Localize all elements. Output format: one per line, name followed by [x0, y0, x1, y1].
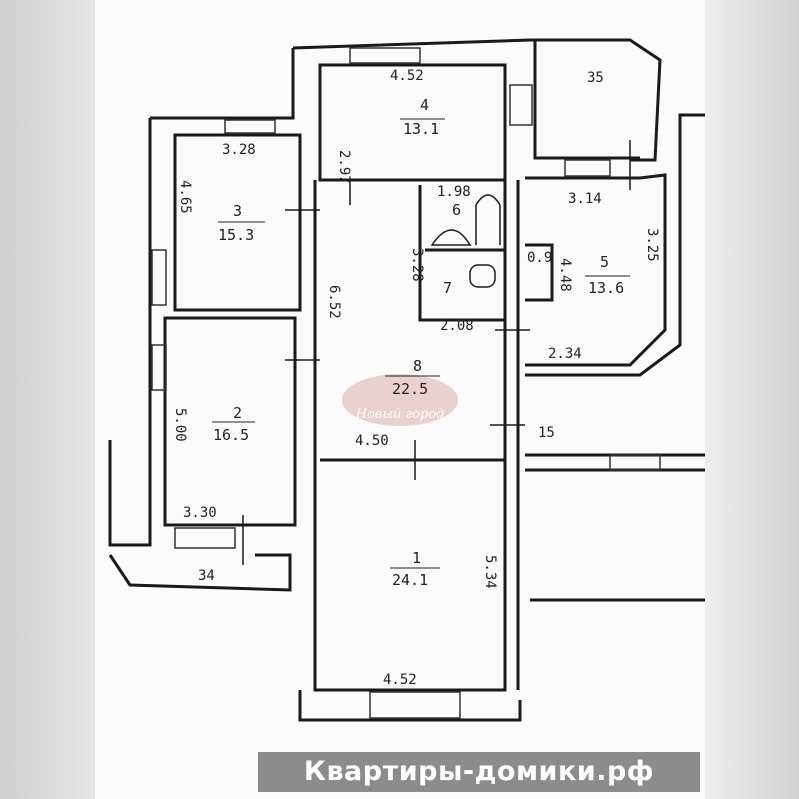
windows	[151, 47, 661, 719]
dim-room2-height: 5.00	[172, 408, 188, 442]
dim-balcony-top: 35	[587, 70, 604, 86]
dim-room5-height: 3.25	[644, 228, 660, 262]
dim-room1-width: 4.52	[383, 672, 417, 688]
agency-watermark-logo: Новый город	[342, 374, 458, 426]
dim-corner: 2.34	[548, 346, 582, 362]
room-2-number: 2	[233, 404, 242, 422]
dim-hall-width: 2.08	[440, 318, 474, 334]
dim-room3-height: 4.65	[177, 180, 193, 214]
blurred-background-left	[0, 0, 95, 799]
room-5-number: 5	[600, 253, 609, 271]
room-4-number: 4	[420, 96, 429, 114]
site-watermark-banner: Квартиры-домики.рф	[258, 752, 700, 792]
dim-hall-length: 6.52	[326, 285, 342, 319]
room-4-area: 13.1	[403, 120, 439, 138]
room-1-area: 24.1	[392, 571, 428, 589]
dim-room4-width: 4.52	[390, 68, 424, 84]
room-6-number: 6	[452, 201, 461, 219]
dim-closet: 0.9	[527, 250, 552, 266]
dim-side-label: 15	[538, 425, 555, 441]
room-3-area: 15.3	[218, 226, 254, 244]
dim-room4-height: 2.97	[336, 150, 352, 184]
dim-room1-height: 5.34	[482, 555, 498, 589]
room-5-area: 13.6	[588, 279, 624, 297]
dim-bath-width: 1.98	[437, 184, 471, 200]
dim-hall-bottom: 4.50	[355, 433, 389, 449]
room-3-number: 3	[233, 202, 242, 220]
dim-room5-inner: 4.48	[557, 258, 573, 292]
dim-room2-width: 3.30	[183, 505, 217, 521]
room-2-area: 16.5	[213, 426, 249, 444]
blurred-background-right	[705, 0, 799, 799]
watermark-text: Новый город	[355, 407, 445, 422]
room-7-number: 7	[443, 279, 452, 297]
dim-balcony-bottom: 34	[198, 568, 215, 584]
room-8-number: 8	[413, 357, 422, 375]
room-labels: 4 13.1 3 15.3 5 13.6 6 7 8 22.5 2 16.5 1…	[212, 96, 630, 589]
room-8-area: 22.5	[392, 380, 428, 398]
dim-room3-width: 3.28	[222, 142, 256, 158]
room-1-number: 1	[412, 549, 421, 567]
fixtures	[242, 140, 631, 565]
dimension-labels: 4.52 2.97 3.28 4.65 35 3.14 3.25 4.48 0.…	[172, 68, 660, 688]
dim-bath-height: 3.28	[409, 248, 425, 282]
dim-room5-width: 3.14	[568, 191, 602, 207]
